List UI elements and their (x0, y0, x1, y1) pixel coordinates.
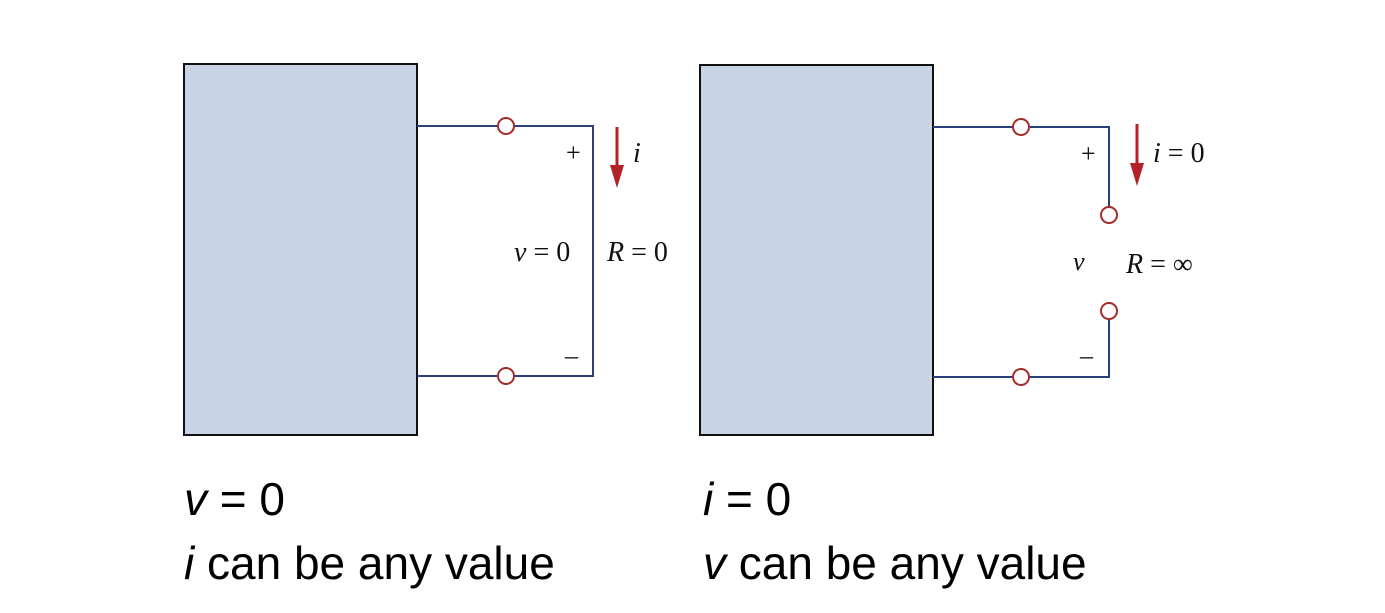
plus-sign-left: + (566, 138, 581, 167)
terminal-bottom-right (1012, 368, 1030, 386)
current-arrow-left-head (610, 165, 624, 188)
current-arrow-right-head (1130, 163, 1144, 186)
caption-right-line2-text: can be any value (726, 537, 1087, 589)
open-wire-bottom (933, 311, 1110, 378)
open-wire-top (933, 126, 1110, 215)
caption-left-line1: v = 0 (184, 476, 285, 522)
terminal-top-right (1012, 118, 1030, 136)
voltage-label-right: v (1073, 247, 1085, 276)
open-circuit-figure: + – i = 0 v R = ∞ (699, 64, 1205, 436)
caption-right-line2-var: v (703, 537, 726, 589)
caption-right-line1-var: i (703, 473, 714, 525)
caption-left-line1-var: v (184, 473, 207, 525)
caption-right-line1: i = 0 (703, 476, 791, 522)
network-box-left (183, 63, 418, 436)
terminal-top-left (497, 117, 515, 135)
caption-right-line1-text: = 0 (713, 473, 792, 525)
minus-sign-left: – (564, 341, 579, 370)
caption-right-line2: v can be any value (703, 540, 1087, 586)
resistance-label-right: R = ∞ (1125, 249, 1193, 280)
caption-left-line1-text: = 0 (207, 473, 286, 525)
terminal-bottom-left (497, 367, 515, 385)
minus-sign-right: – (1079, 341, 1094, 370)
current-label-right: i = 0 (1153, 138, 1205, 169)
open-terminal-upper (1100, 206, 1118, 224)
current-label-left: i (633, 138, 641, 169)
voltage-label-left: v = 0 (514, 237, 570, 268)
plus-sign-right: + (1081, 139, 1096, 168)
short-circuit-figure: + – i v = 0 R = 0 (183, 63, 668, 436)
caption-left-line2-var: i (184, 537, 195, 589)
caption-left-line2-text: can be any value (194, 537, 555, 589)
caption-left-line2: i can be any value (184, 540, 555, 586)
resistance-label-left: R = 0 (606, 237, 668, 268)
open-terminal-lower (1100, 302, 1118, 320)
network-box-right (699, 64, 934, 436)
